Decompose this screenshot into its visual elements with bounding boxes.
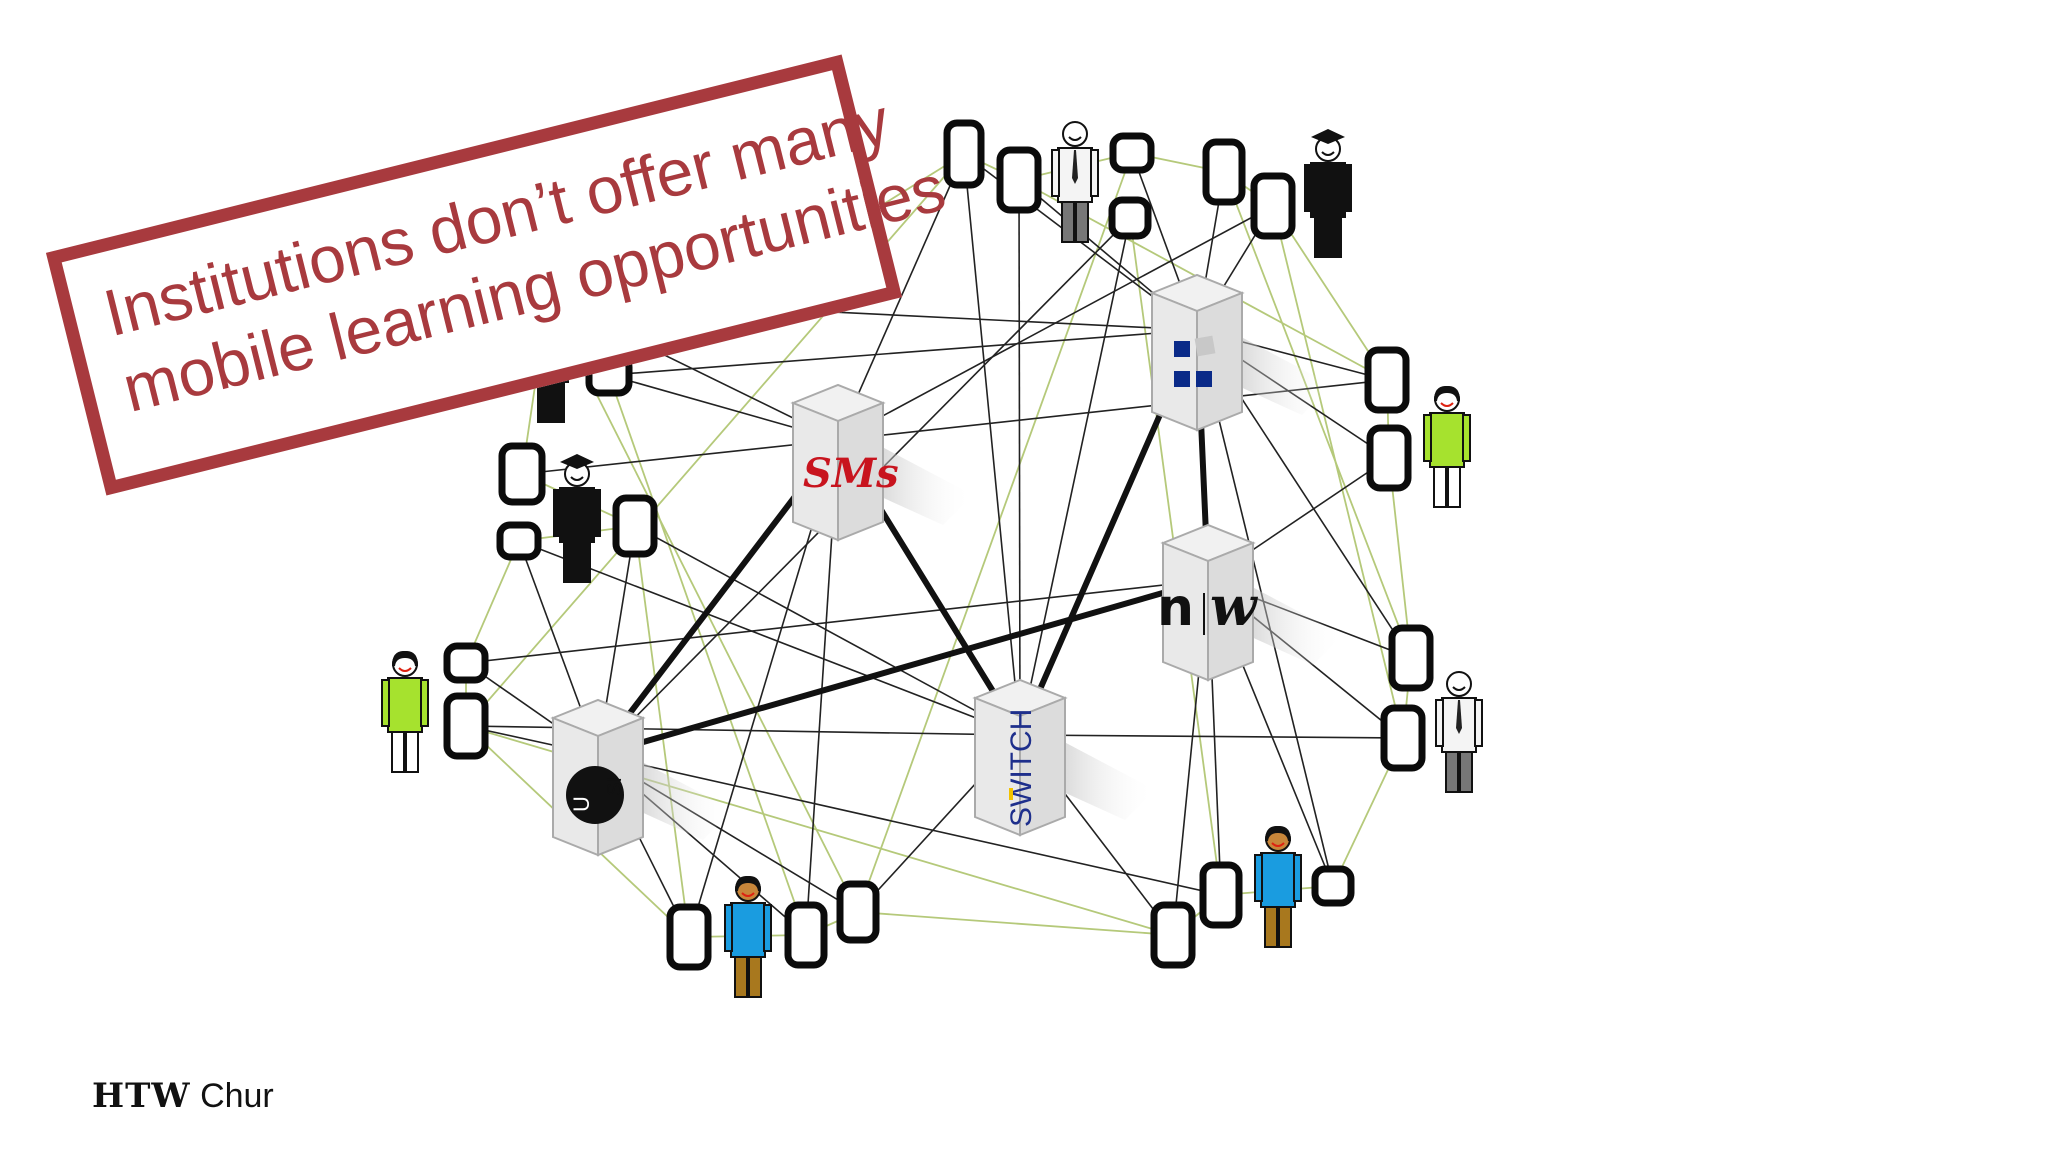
brand-htw: HTW: [92, 1076, 191, 1116]
person-icon: [381, 650, 429, 773]
device-icon: [612, 494, 658, 558]
thin-link: [634, 525, 1021, 736]
olive-link: [857, 152, 1133, 913]
thin-link: [518, 540, 1021, 736]
device-icon: [443, 692, 489, 760]
device-icon: [666, 903, 712, 971]
footer-brand: HTW Chur: [92, 1076, 274, 1116]
eth-logo-icon: [1174, 335, 1216, 387]
usi-logo-si: SI: [604, 777, 626, 796]
device-icon: [784, 901, 828, 969]
servers: SMs n w U SI: [550, 273, 1343, 857]
device-icon: [496, 521, 542, 561]
fhnw-logo-w: w: [1210, 574, 1259, 638]
olive-link: [857, 911, 1174, 936]
server-sms: SMs: [790, 383, 973, 542]
server-switch: SWITCH: [972, 678, 1155, 837]
device-icon: [1199, 861, 1243, 929]
graduate-icon: [1304, 129, 1352, 258]
sms-logo: SMs: [803, 450, 899, 497]
thin-link: [465, 579, 1209, 664]
thin-link: [597, 754, 1222, 896]
graduate-icon: [553, 454, 601, 583]
server-usi: U SI: [550, 698, 733, 857]
person-icon: [1435, 671, 1483, 793]
person-icon: [1254, 825, 1302, 948]
device-icon: [1109, 132, 1155, 174]
brand-chur: Chur: [200, 1077, 274, 1115]
device-icon: [996, 146, 1042, 214]
device-icon: [1108, 196, 1152, 240]
olive-link: [547, 297, 859, 913]
thin-link: [608, 329, 1198, 376]
device-icon: [836, 880, 880, 944]
backbone-link: [595, 577, 1211, 758]
device-icon: [1388, 624, 1434, 692]
thin-link: [1019, 734, 1404, 739]
device-icon: [1364, 346, 1410, 414]
person-icon: [1051, 121, 1099, 243]
device-icon: [1202, 138, 1246, 206]
olive-link: [1223, 171, 1412, 659]
device-icon: [1311, 865, 1355, 907]
device-icon: [1150, 901, 1196, 969]
thin-link: [837, 205, 1274, 441]
device-icon: [498, 442, 546, 506]
backbone-links: [595, 327, 1211, 758]
thin-link: [465, 725, 1021, 736]
person-icon: [724, 875, 772, 998]
olive-link: [1272, 205, 1404, 739]
fhnw-logo-n: n: [1157, 578, 1194, 638]
olive-link: [608, 374, 807, 936]
device-icon: [1366, 424, 1412, 492]
thin-link: [1018, 179, 1021, 736]
usi-logo-icon: [566, 766, 624, 824]
server-fhnw: n w: [1157, 523, 1343, 682]
olive-link: [634, 525, 690, 938]
devices: [443, 119, 1434, 971]
thin-link: [1019, 217, 1131, 736]
switch-logo: SWITCH: [1005, 709, 1038, 827]
person-icon: [1423, 385, 1471, 508]
server-eth: [1149, 273, 1332, 432]
device-icon: [1380, 704, 1426, 772]
device-icon: [443, 642, 489, 684]
device-icon: [1250, 172, 1296, 240]
device-icon: [943, 119, 985, 189]
usi-logo-u: U: [569, 796, 594, 812]
